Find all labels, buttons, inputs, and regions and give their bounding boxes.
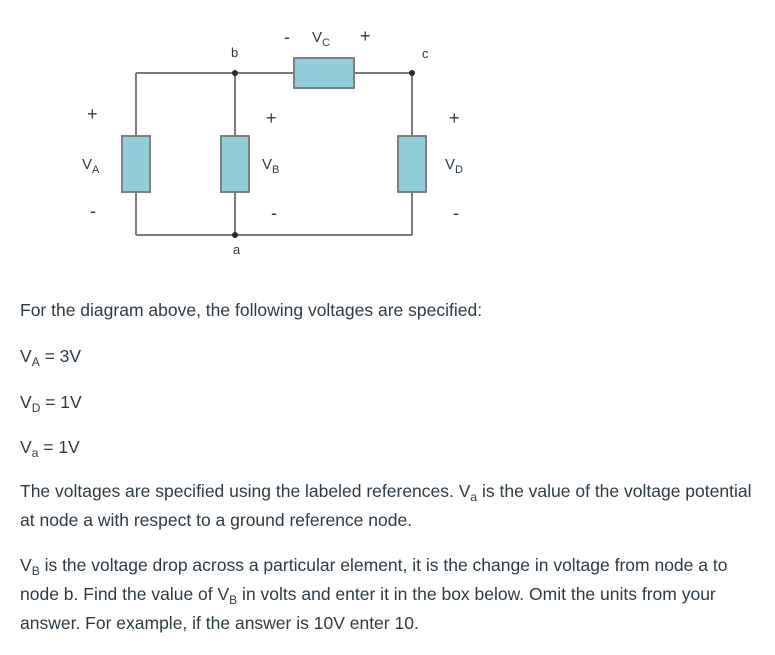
question-paragraph: VB is the voltage drop across a particul…	[20, 555, 728, 633]
va-label: VA	[82, 156, 100, 176]
vc-label: VC	[312, 29, 330, 49]
node-dot-c	[409, 70, 415, 76]
node-dot-a	[232, 232, 238, 238]
node-label-c: c	[422, 46, 429, 61]
vd-minus-sign: -	[453, 203, 459, 223]
given-vd: VD = 1V	[20, 392, 82, 415]
vb-label: VB	[262, 156, 279, 176]
element-d	[397, 135, 427, 193]
element-c	[293, 57, 355, 89]
vb-plus-sign: +	[266, 108, 277, 128]
node-label-b: b	[231, 45, 238, 60]
given-va-node: Va = 1V	[20, 437, 80, 460]
intro-text: For the diagram above, the following vol…	[20, 300, 483, 320]
vd-label: VD	[445, 156, 463, 176]
vc-plus-sign: +	[360, 26, 371, 46]
element-a	[121, 135, 151, 193]
circuit-diagram: b c a + VA - + VB - - VC + + VD -	[82, 26, 463, 257]
va-minus-sign: -	[90, 201, 96, 221]
node-label-a: a	[233, 242, 241, 257]
node-dot-b	[232, 70, 238, 76]
element-b	[220, 135, 250, 193]
vd-plus-sign: +	[449, 108, 460, 128]
explanation-paragraph: The voltages are specified using the lab…	[20, 481, 752, 530]
vb-minus-sign: -	[271, 203, 277, 223]
circuit-wires	[135, 72, 413, 236]
vc-minus-sign: -	[284, 27, 290, 47]
given-va: VA = 3V	[20, 346, 82, 369]
va-plus-sign: +	[87, 104, 98, 124]
